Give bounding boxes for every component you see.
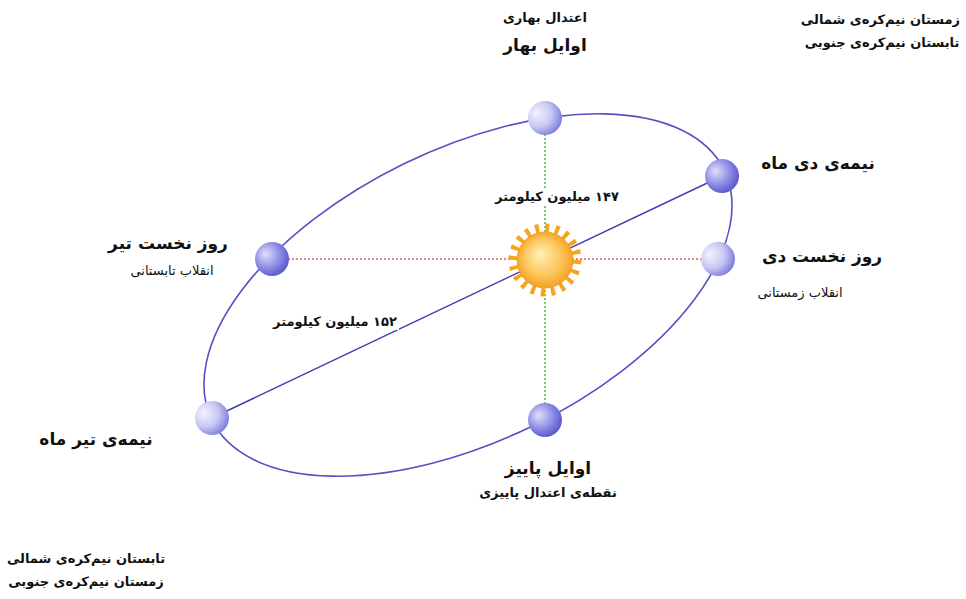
orbit-label: زمستان نیم‌کره‌ی شمالی (799, 12, 962, 28)
orbit-label: روز نخست دی (760, 246, 884, 267)
orbit-label: نیمه‌ی تیر ماه (37, 429, 154, 450)
apsis-line (212, 176, 722, 418)
orbit-label: تابستان نیم‌کره‌ی شمالی (5, 551, 167, 567)
orbit-label: تابستان نیم‌کره‌ی جنوبی (803, 35, 962, 51)
orbit-label: اوایل بهار (501, 35, 588, 56)
orbit-label: زمستان نیم‌کره‌ی جنوبی (6, 574, 166, 590)
solstice-axis (272, 258, 718, 259)
orbit-label: انقلاب تابستانی (128, 263, 215, 279)
orbit-label: انقلاب زمستانی (755, 285, 844, 301)
orbit-label: ۱۴۷ میلیون کیلومتر (493, 189, 621, 205)
earth-symbol (195, 101, 739, 437)
orbit-ellipse (148, 39, 788, 551)
orbit-label: روز نخست تیر (106, 233, 230, 254)
orbit-label: اعتدال بهاری (501, 10, 589, 26)
orbit-label: ۱۵۲ میلیون کیلومتر (271, 314, 399, 330)
sun-symbol (513, 228, 577, 292)
orbit-label: نیمه‌ی دی ماه (759, 153, 877, 174)
orbit-label: اوایل پاییز (503, 458, 593, 479)
orbit-label: نقطه‌ی اعتدال پاییزی (477, 485, 619, 501)
